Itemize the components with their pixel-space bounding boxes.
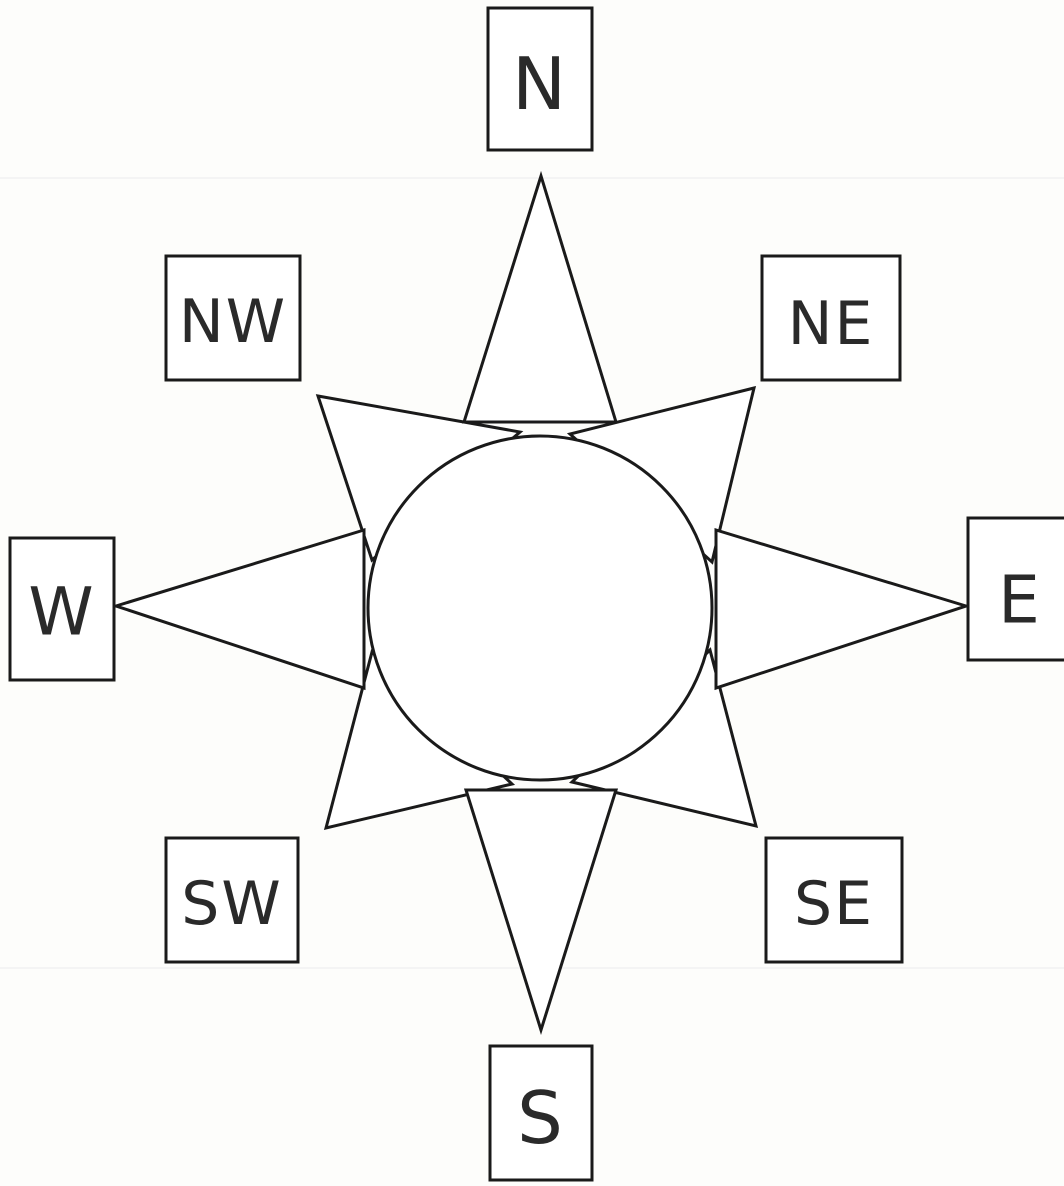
direction-label-n: N	[512, 42, 568, 126]
direction-label-sw: SW	[181, 869, 282, 939]
label-box-e: E	[968, 518, 1064, 660]
center-circle	[368, 436, 712, 780]
direction-label-e: E	[998, 562, 1042, 639]
label-box-s: S	[490, 1046, 592, 1180]
direction-label-w: W	[28, 574, 95, 651]
label-box-n: N	[488, 8, 592, 150]
star-point-w	[116, 530, 364, 688]
label-box-nw: NW	[166, 256, 300, 380]
label-box-sw: SW	[166, 838, 298, 962]
star-point-s	[466, 790, 616, 1030]
label-box-se: SE	[766, 838, 902, 962]
label-box-w: W	[10, 538, 114, 680]
direction-label-s: S	[517, 1076, 565, 1160]
star-point-n	[464, 176, 616, 422]
direction-label-ne: NE	[788, 289, 875, 359]
direction-label-se: SE	[794, 869, 874, 939]
star-point-e	[716, 530, 966, 688]
label-box-ne: NE	[762, 256, 900, 380]
direction-label-nw: NW	[179, 287, 287, 357]
